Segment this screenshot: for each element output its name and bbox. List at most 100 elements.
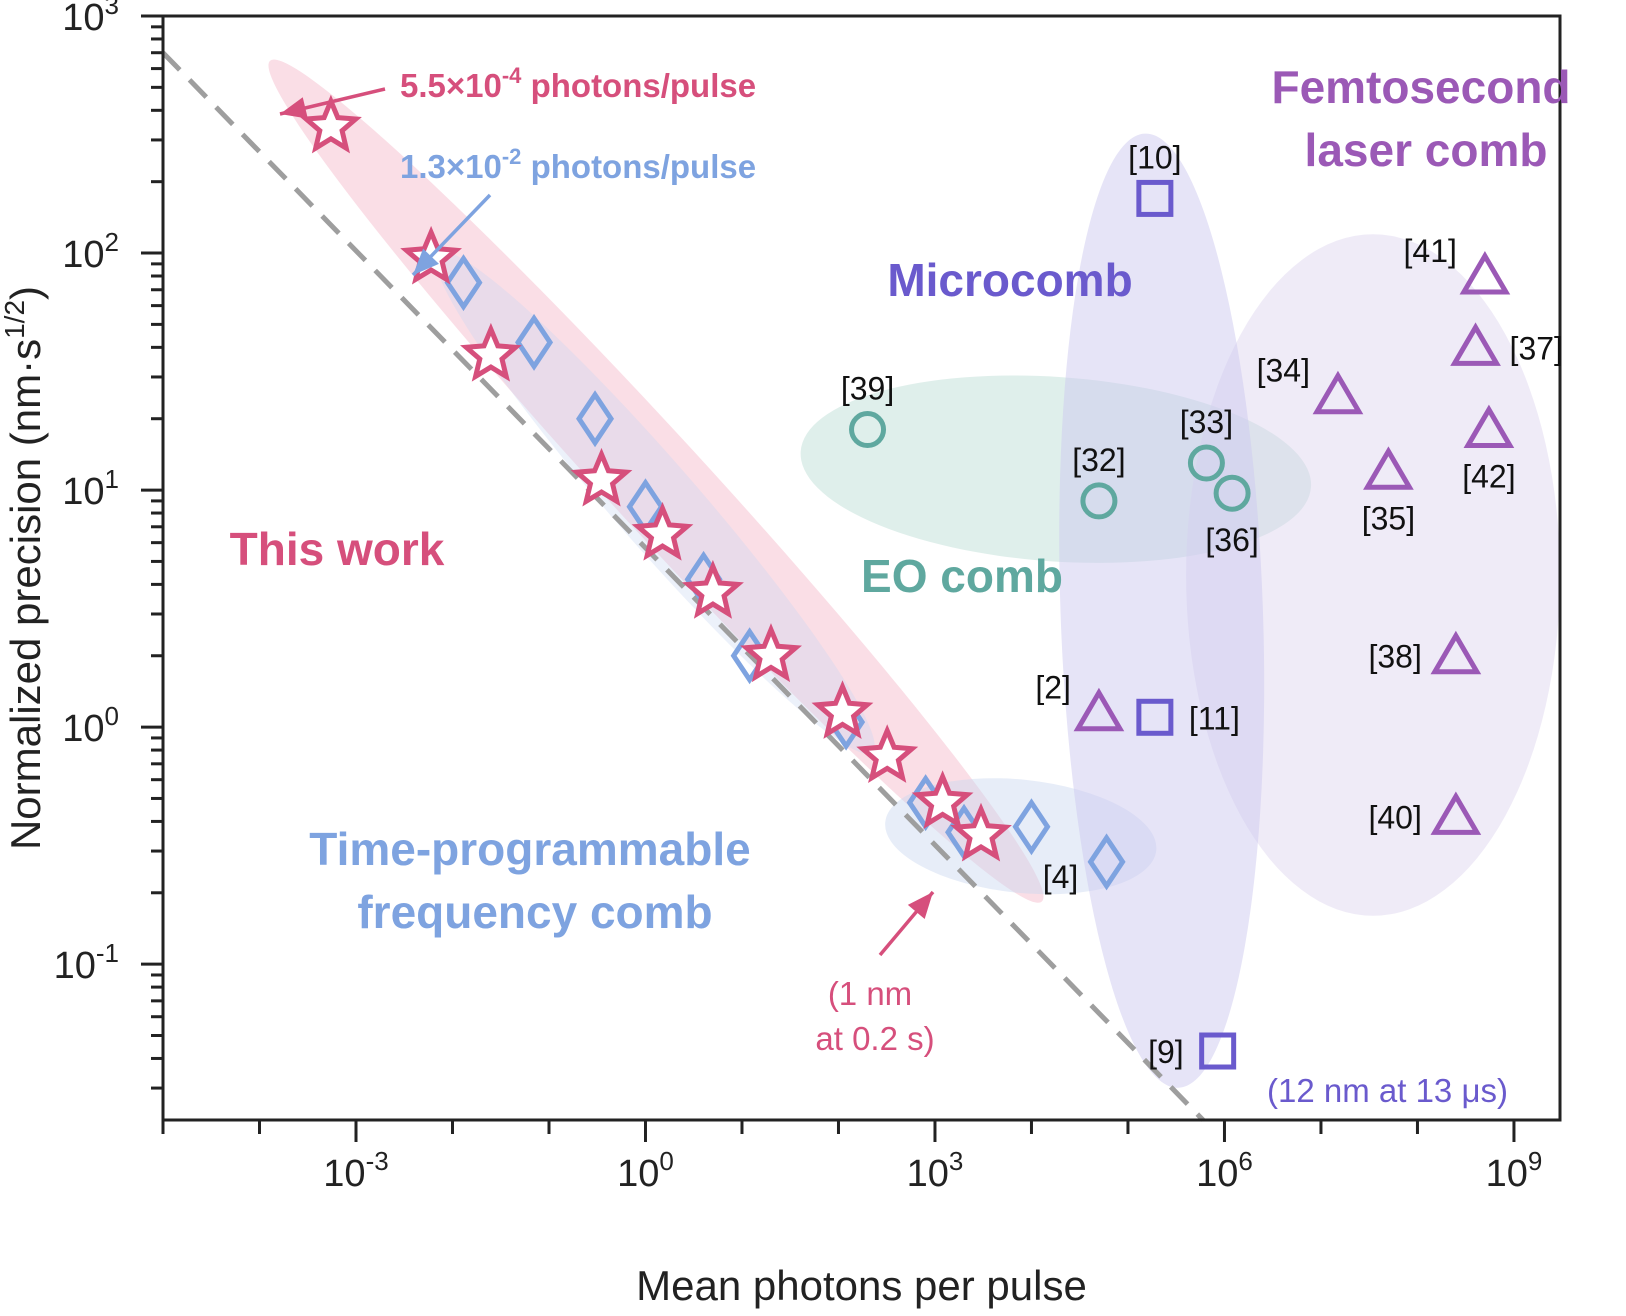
reference-label: [32] [1072, 442, 1125, 478]
annotation-exp: -2 [502, 144, 522, 169]
diamond-point [1087, 833, 1126, 891]
reference-label: [2] [1035, 670, 1071, 706]
reference-label: [39] [841, 371, 894, 407]
x-tick-exp: 0 [659, 1146, 673, 1176]
trend-line [161, 50, 1205, 1122]
region-time-programmable-diagonal [434, 250, 875, 754]
triangle-point [1073, 687, 1125, 732]
circle-point [1213, 474, 1251, 512]
plot-frame [161, 14, 1562, 1122]
region-this-work [268, 59, 1044, 903]
triangle-point [1312, 370, 1364, 415]
x-tick-exp: -3 [366, 1146, 389, 1176]
y-tick-label: 102 [62, 227, 119, 276]
y-tick-label: 103 [62, 0, 119, 39]
reference-label: [37] [1510, 330, 1563, 366]
region-femtosecond [1186, 234, 1560, 916]
star-point [570, 447, 633, 507]
annotation-one-nm-line1: (1 nm [828, 975, 912, 1012]
diamond-point [576, 390, 615, 448]
x-tick-base: 10 [617, 1153, 659, 1195]
region-microcomb [1059, 133, 1265, 1088]
group-label-time-programmable-2: frequency comb [357, 886, 712, 938]
x-axis-title: Mean photons per pulse [636, 1262, 1087, 1309]
group-label-time-programmable-1: Time-programmable [309, 823, 750, 875]
group-label-this-work: This work [230, 523, 445, 575]
group-label-microcomb: Microcomb [887, 254, 1132, 306]
y-tick-base: 10 [62, 708, 104, 750]
x-tick-label: 103 [907, 1146, 964, 1195]
annotation-lowest-photons: 5.5×10-4 photons/pulse [400, 63, 756, 104]
reference-label: [9] [1148, 1034, 1184, 1070]
reference-label: [36] [1205, 522, 1258, 558]
x-tick-base: 10 [1196, 1153, 1238, 1195]
star-point [631, 501, 694, 561]
group-label-femtosecond-1: Femtosecond [1271, 61, 1570, 113]
y-tick-base: 10 [62, 471, 104, 513]
arrow-one-nm-head [907, 892, 933, 919]
y-tick-base: 10 [54, 945, 96, 987]
y-tick-exp: 2 [105, 227, 119, 257]
square-point [1199, 1032, 1237, 1070]
trend-layer [161, 50, 1205, 1122]
circle-point [1080, 482, 1118, 520]
x-tick-exp: 3 [949, 1146, 963, 1176]
reference-label: [41] [1404, 233, 1457, 269]
y-axis-title-main: Normalized precision (nm·s [2, 339, 49, 850]
x-tick-label: 109 [1486, 1146, 1543, 1195]
y-tick-label: 100 [62, 701, 119, 750]
y-tick-base: 10 [62, 0, 104, 39]
reference-label: [38] [1368, 639, 1421, 675]
x-tick-base: 10 [1486, 1153, 1528, 1195]
star-point [856, 724, 919, 783]
y-tick-exp: 0 [105, 701, 119, 731]
triangle-point [1430, 630, 1482, 675]
y-axis-title-sup: 1/2 [0, 300, 30, 339]
annotation-one-nm-line2: at 0.2 s) [815, 1020, 934, 1057]
y-tick-exp: 1 [105, 464, 119, 494]
triangle-point [1450, 322, 1501, 366]
star-point [911, 770, 974, 829]
reference-label: [33] [1180, 404, 1233, 440]
star-point [681, 559, 744, 619]
y-tick-exp: -1 [96, 938, 119, 968]
x-tick-label: 100 [617, 1146, 674, 1195]
y-axis-title: Normalized precision (nm·s1/2) [0, 286, 49, 850]
annotation-base: 1.3×10 [400, 148, 502, 185]
reference-label: [40] [1368, 799, 1421, 835]
reference-label: [11] [1189, 700, 1240, 736]
x-tick-base: 10 [907, 1153, 949, 1195]
x-tick-label: 106 [1196, 1146, 1253, 1195]
diamond-point [515, 313, 554, 371]
star-point [460, 322, 522, 382]
star-point [811, 680, 874, 739]
group-label-femtosecond-2: laser comb [1305, 124, 1548, 176]
square-point [1136, 179, 1174, 217]
annotation-suffix: photons/pulse [521, 67, 756, 104]
square-point [1136, 698, 1174, 736]
group-label-eo-comb: EO comb [861, 550, 1063, 602]
arrow-blue-photons-head [413, 248, 439, 275]
x-tick-exp: 9 [1528, 1146, 1542, 1176]
annotation-suffix: photons/pulse [521, 148, 756, 185]
y-tick-exp: 3 [105, 0, 119, 20]
triangle-point [1463, 404, 1515, 449]
y-tick-label: 10-1 [54, 938, 119, 987]
circle-point [1187, 444, 1225, 482]
triangle-point [1430, 791, 1482, 835]
reference-label: [42] [1462, 459, 1515, 495]
regions-layer [268, 59, 1560, 1088]
x-tick-label: 10-3 [323, 1146, 388, 1195]
diamond-point [1012, 798, 1051, 856]
star-point [950, 802, 1012, 862]
annotation-twelve-nm: (12 nm at 13 μs) [1267, 1072, 1508, 1109]
star-point [300, 94, 362, 154]
y-tick-label: 101 [62, 464, 119, 513]
annotation-exp: -4 [502, 63, 522, 88]
annotation-base: 5.5×10 [400, 67, 502, 104]
diamond-point [444, 254, 483, 312]
star-point [740, 623, 802, 683]
arrow-lowest-photons-head [280, 97, 308, 119]
circle-point [849, 411, 887, 449]
